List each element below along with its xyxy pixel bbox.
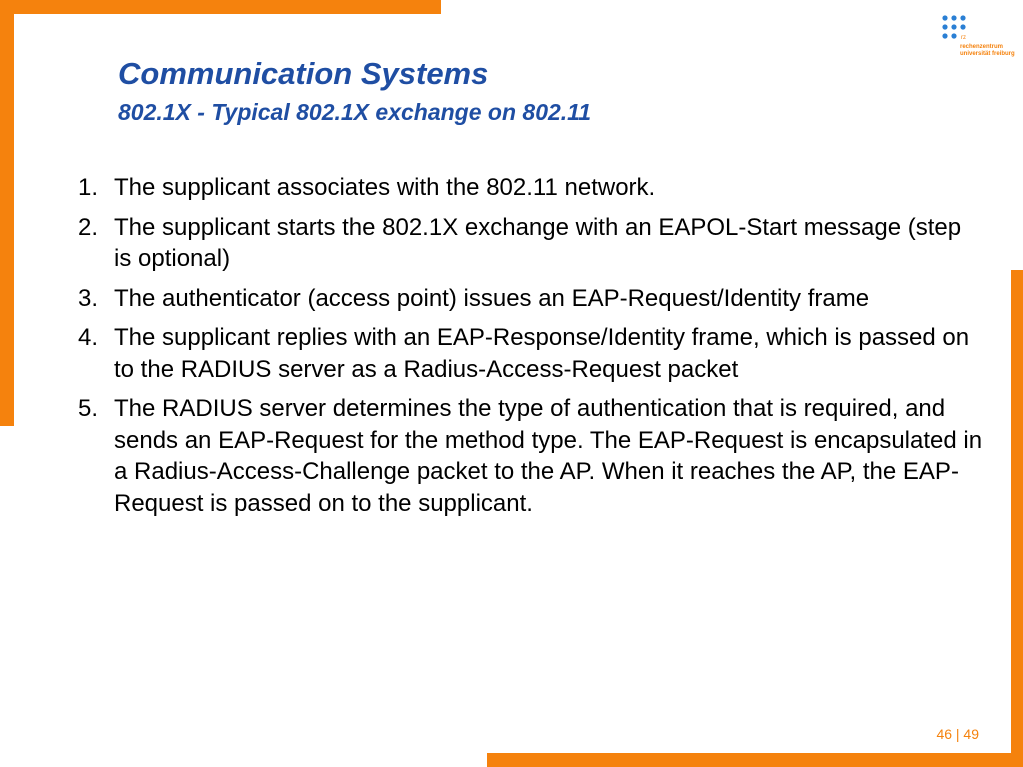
step-number: 1. <box>78 174 99 201</box>
logo-mark: rz <box>961 35 966 41</box>
list-item: 4. The supplicant replies with an EAP-Re… <box>78 322 983 385</box>
step-text: The supplicant replies with an EAP-Respo… <box>114 324 970 383</box>
list-item: 1. The supplicant associates with the 80… <box>78 172 983 204</box>
step-number: 4. <box>78 324 99 351</box>
list-item: 3. The authenticator (access point) issu… <box>78 283 983 315</box>
slide-subtitle: 802.1X - Typical 802.1X exchange on 802.… <box>118 99 592 125</box>
step-text: The authenticator (access point) issues … <box>114 284 870 312</box>
frame-bottom-bar <box>487 753 1023 767</box>
step-text: The RADIUS server determines the type of… <box>114 395 983 517</box>
list-item: 2. The supplicant starts the 802.1X exch… <box>78 212 983 275</box>
logo-line-2: universität freiburg <box>960 51 1015 57</box>
step-number: 3. <box>78 284 99 312</box>
step-text: The supplicant starts the 802.1X exchang… <box>114 213 962 273</box>
step-number: 2. <box>78 213 99 241</box>
list-item: 5. The RADIUS server determines the type… <box>78 393 983 519</box>
rechenzentrum-logo: rz rechenzentrum universität freiburg <box>938 12 1018 64</box>
frame-right-bar <box>1011 270 1023 767</box>
step-number: 5. <box>78 395 99 422</box>
step-text: The supplicant associates with the 802.1… <box>114 174 656 201</box>
logo-line-1: rechenzentrum <box>960 44 1004 50</box>
dot-grid-logo-icon: rz <box>942 15 966 41</box>
exchange-steps-list: 1. The supplicant associates with the 80… <box>78 172 983 527</box>
frame-left-bar <box>0 0 14 426</box>
frame-top-bar <box>0 0 441 14</box>
page-number: 46 | 49 <box>936 726 979 742</box>
slide-title: Communication Systems <box>118 56 489 91</box>
logo-text: rechenzentrum universität freiburg <box>960 44 1015 58</box>
